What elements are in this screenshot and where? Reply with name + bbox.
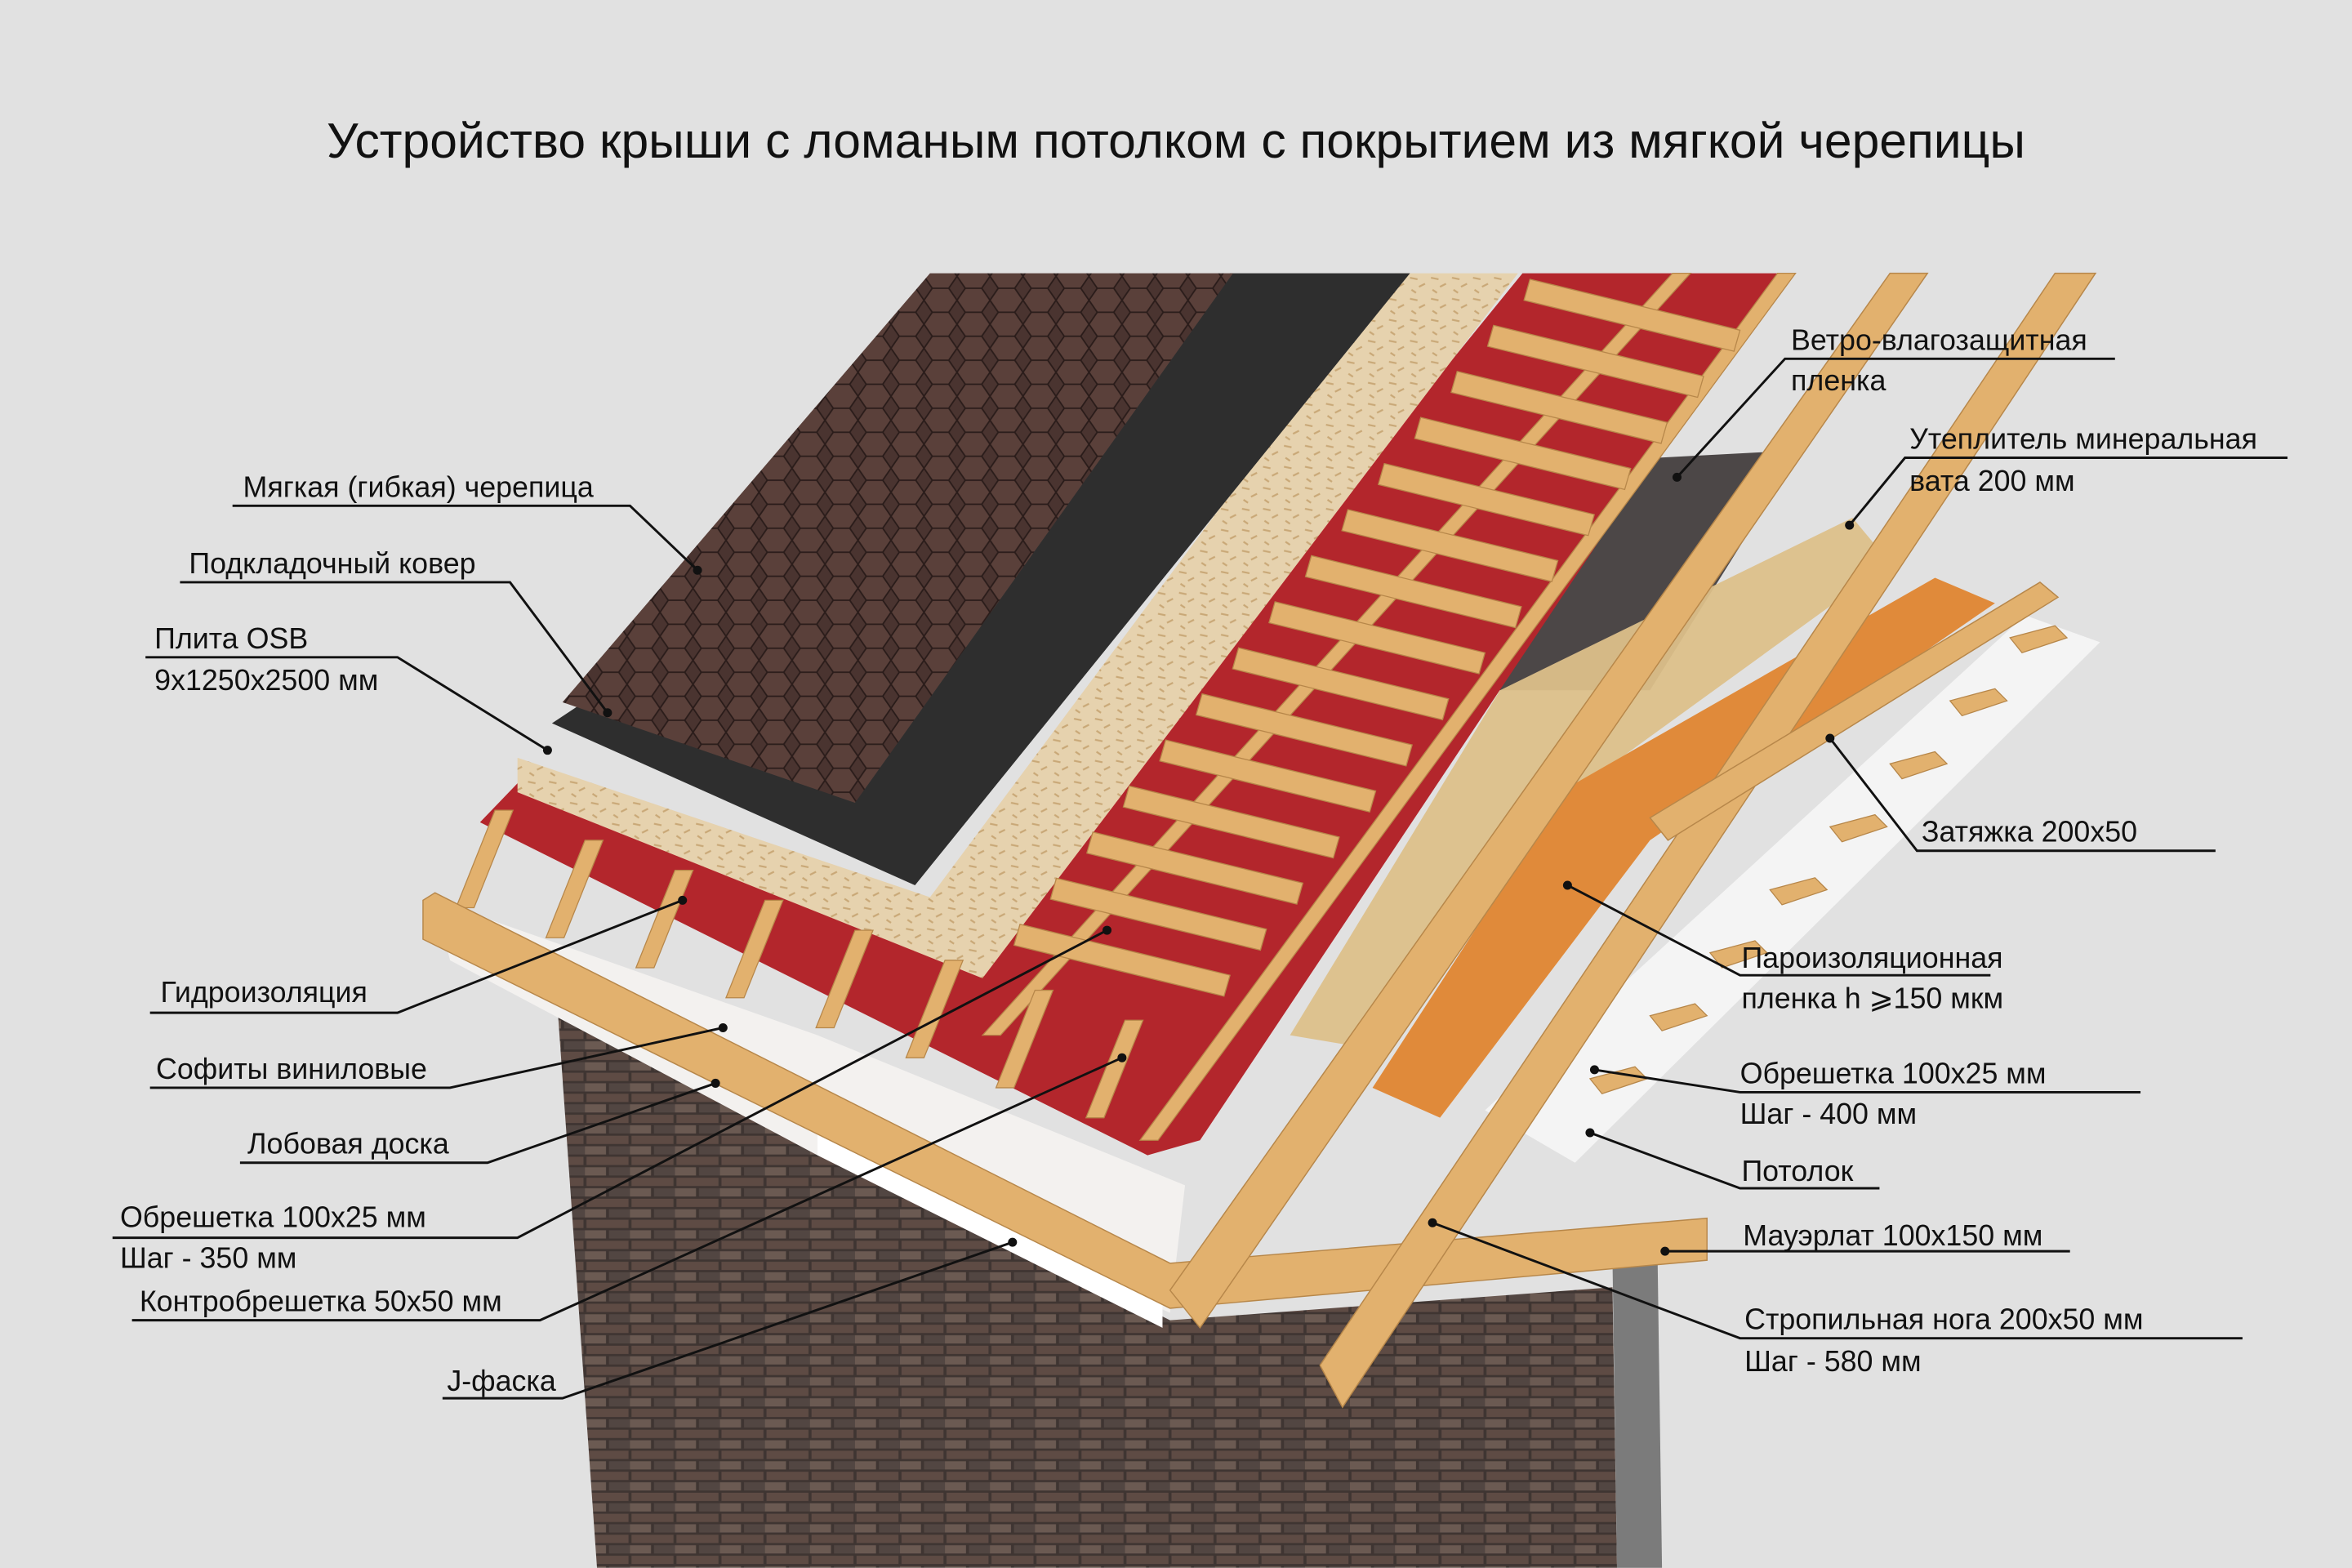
- roof-illustration: [422, 272, 2100, 1568]
- batten: [1304, 555, 1522, 629]
- counter-batten: [635, 869, 694, 969]
- counter-batten: [995, 989, 1054, 1089]
- label-ceiling: Потолок: [1585, 1128, 1880, 1190]
- label-wind-film: Ветро-влагозащитная пленка: [1672, 323, 2115, 482]
- labels-right: Ветро-влагозащитная пленка Утеплитель ми…: [1428, 323, 2288, 1378]
- counter-batten: [1085, 1019, 1144, 1119]
- label-text: Лобовая доска: [247, 1128, 449, 1160]
- label-batten-350: Обрешетка 100x25 мм Шаг - 350 мм: [112, 925, 1112, 1274]
- batten: [1341, 509, 1559, 582]
- batten: [1523, 278, 1741, 352]
- batten: [1268, 601, 1486, 675]
- label-text: J-фаска: [447, 1365, 556, 1397]
- label-text: Плита OSB: [154, 622, 308, 655]
- label-text: Стропильная нога 200x50 мм: [1744, 1303, 2143, 1336]
- batten: [1159, 739, 1377, 813]
- label-text: вата 200 мм: [1909, 465, 2074, 497]
- label-text: Мягкая (гибкая) черепица: [243, 470, 594, 503]
- label-text: пленка h ⩾150 мкм: [1741, 982, 2003, 1015]
- label-text: Гидроизоляция: [161, 976, 368, 1009]
- label-rafter: Стропильная нога 200x50 мм Шаг - 580 мм: [1428, 1218, 2243, 1378]
- label-text: Мауэрлат 100x150 мм: [1743, 1219, 2042, 1252]
- counter-batten: [1138, 272, 1797, 1141]
- label-text: Шаг - 400 мм: [1740, 1098, 1917, 1130]
- label-text: Потолок: [1741, 1155, 1853, 1187]
- label-j-channel: J-фаска: [442, 1237, 1018, 1400]
- ceiling-batten: [2009, 625, 2069, 654]
- rafter: [1319, 272, 2097, 1409]
- label-text: Затяжка 200x50: [1922, 816, 2137, 849]
- fascia-board: [422, 892, 1708, 1309]
- label-insulation: Утеплитель минеральная вата 200 мм: [1845, 422, 2288, 530]
- label-soffits: Софиты виниловые: [149, 1022, 728, 1089]
- label-text: Обрешетка 100x25 мм: [120, 1201, 426, 1234]
- counter-batten: [455, 809, 514, 909]
- ceiling-batten: [1829, 813, 1888, 843]
- label-underlay: Подкладочный ковер: [180, 547, 612, 718]
- counter-batten: [545, 840, 604, 938]
- ceiling-batten: [1649, 1003, 1708, 1031]
- batten: [1086, 831, 1304, 905]
- counter-batten: [981, 272, 1692, 1036]
- batten: [1013, 923, 1231, 997]
- rafter: [1169, 272, 1929, 1330]
- label-text: пленка: [1791, 364, 1886, 397]
- label-text: Подкладочный ковер: [189, 547, 475, 580]
- ceiling-batten: [1889, 751, 1949, 780]
- label-batten-400: Обрешетка 100x25 мм Шаг - 400 мм: [1589, 1057, 2141, 1130]
- label-text: Пароизоляционная: [1741, 942, 2002, 974]
- label-shingles: Мягкая (гибкая) черепица: [232, 470, 702, 575]
- vapour-film: [1372, 577, 1995, 1118]
- label-collar-tie: Затяжка 200x50: [1825, 733, 2216, 853]
- label-text: Софиты виниловые: [156, 1053, 427, 1085]
- label-text: Шаг - 580 мм: [1744, 1345, 1921, 1378]
- label-text: Утеплитель минеральная: [1909, 422, 2257, 455]
- page-title: Устройство крыши с ломаным потолком с по…: [327, 113, 2025, 168]
- counter-batten: [905, 960, 964, 1058]
- batten: [1414, 416, 1632, 491]
- label-text: Контробрешетка 50x50 мм: [140, 1285, 502, 1318]
- batten: [1049, 877, 1267, 951]
- labels-left: Мягкая (гибкая) черепица Подкладочный ко…: [112, 470, 1127, 1400]
- label-osb: Плита OSB 9x1250x2500 мм: [145, 622, 552, 755]
- wind-film: [1485, 450, 1801, 691]
- label-vapour-film: Пароизоляционная пленка h ⩾150 мкм: [1562, 880, 2003, 1015]
- label-counter-batten: Контробрешетка 50x50 мм: [131, 1053, 1127, 1322]
- batten: [1450, 370, 1668, 444]
- wall-concrete-side: [1612, 1252, 1663, 1568]
- osb-board: [517, 273, 1518, 978]
- label-fascia: Лобовая доска: [239, 1078, 720, 1165]
- batten: [1122, 785, 1340, 859]
- label-text: Обрешетка 100x25 мм: [1740, 1057, 2047, 1089]
- shingles: [562, 273, 1233, 803]
- batten: [1232, 647, 1450, 721]
- label-text: Шаг - 350 мм: [120, 1241, 296, 1274]
- batten: [1195, 693, 1413, 767]
- ceiling-batten: [1769, 877, 1829, 906]
- batten: [1377, 462, 1595, 537]
- counter-batten: [815, 929, 874, 1029]
- counter-batten: [725, 899, 784, 999]
- label-text: 9x1250x2500 мм: [154, 664, 378, 697]
- label-mauerlat: Мауэрлат 100x150 мм: [1660, 1219, 2070, 1256]
- ceiling-batten: [1949, 688, 2008, 717]
- label-text: Ветро-влагозащитная: [1791, 323, 2087, 356]
- collar-tie: [1649, 581, 2060, 841]
- batten: [1486, 324, 1704, 399]
- label-waterproofing: Гидроизоляция: [149, 895, 688, 1014]
- battens: [455, 272, 2069, 1141]
